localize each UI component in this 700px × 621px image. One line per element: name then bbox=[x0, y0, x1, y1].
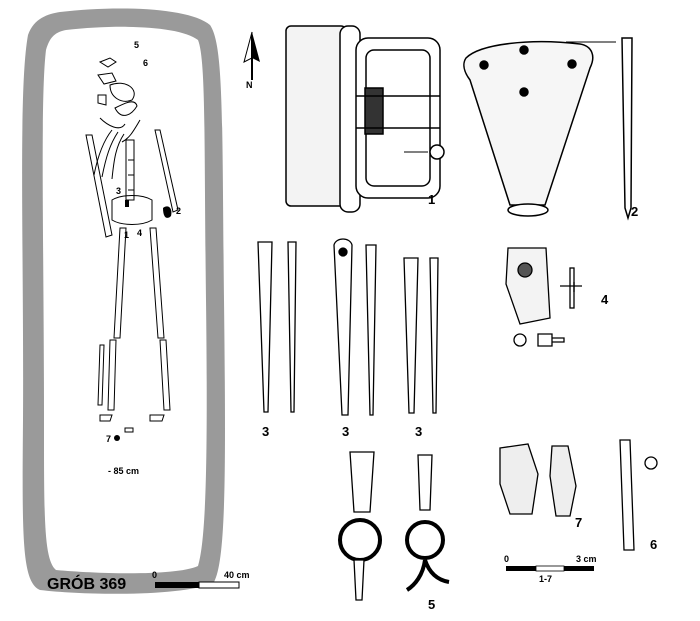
grave-scale-start: 0 bbox=[152, 570, 158, 580]
item-number-5: 5 bbox=[428, 597, 436, 612]
item-number-6: 6 bbox=[650, 537, 658, 552]
item-number-3a: 3 bbox=[262, 424, 270, 439]
item-number-4: 4 bbox=[601, 292, 609, 307]
grave-depth: - 85 cm bbox=[108, 466, 140, 476]
rivet-drawing bbox=[505, 247, 582, 347]
grave-marker-6: 6 bbox=[143, 58, 149, 68]
items-scale-start: 0 bbox=[504, 554, 510, 564]
grave-marker-4: 4 bbox=[137, 228, 143, 238]
rod-drawing bbox=[619, 439, 658, 551]
buckle-drawing bbox=[285, 25, 445, 213]
grave-outline bbox=[22, 8, 225, 594]
items-scale-range: 1-7 bbox=[539, 574, 553, 584]
items-scale-end: 3 cm bbox=[576, 554, 597, 564]
strap-end-drawing bbox=[463, 37, 633, 221]
grave-scale-end: 40 cm bbox=[224, 570, 250, 580]
fitting-drawing bbox=[338, 451, 450, 601]
item-number-3b: 3 bbox=[342, 424, 350, 439]
skeleton bbox=[85, 57, 179, 433]
grave-marker-7: 7 bbox=[106, 434, 112, 444]
north-label: N bbox=[246, 80, 253, 90]
item-number-1: 1 bbox=[428, 192, 436, 207]
north-arrow-icon bbox=[243, 31, 260, 80]
grave-marker-2: 2 bbox=[176, 206, 182, 216]
grave-marker-3: 3 bbox=[116, 186, 122, 196]
item-number-2: 2 bbox=[631, 204, 639, 219]
grave-scale-bar bbox=[155, 581, 240, 589]
item-number-3c: 3 bbox=[415, 424, 423, 439]
item-number-7: 7 bbox=[575, 515, 583, 530]
pins-drawing bbox=[257, 238, 439, 416]
grave-marker-5: 5 bbox=[134, 40, 140, 50]
grave-marker-1: 1 bbox=[124, 230, 130, 240]
fragments-drawing bbox=[499, 443, 577, 517]
grave-title: GRÓB 369 bbox=[47, 576, 127, 593]
items-scale-bar bbox=[506, 565, 594, 572]
